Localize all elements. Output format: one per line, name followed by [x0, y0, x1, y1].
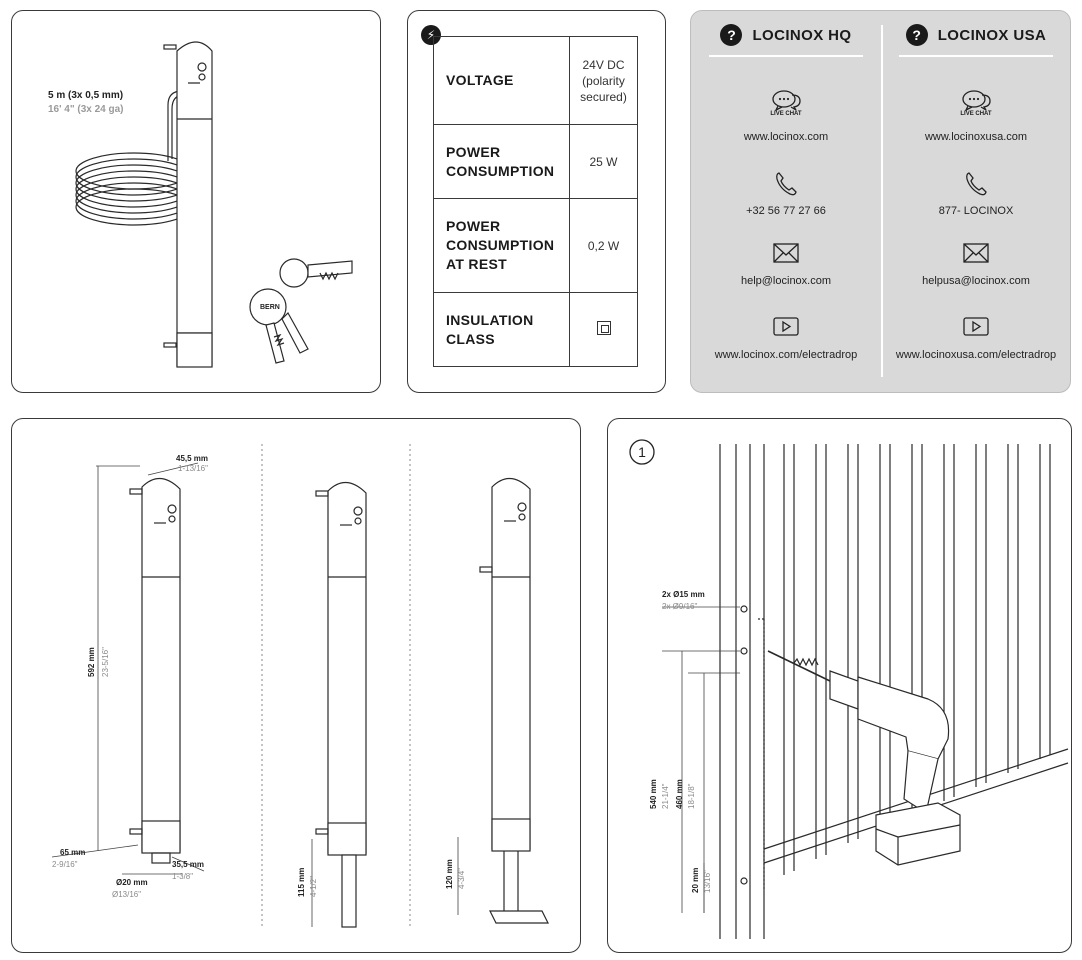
install-d20: 20 mm [691, 868, 700, 893]
spec-value: 24V DC (polarity secured) [569, 36, 638, 125]
specifications-panel: ⚡ VOLTAGE 24V DC (polarity secured) POWE… [407, 10, 666, 393]
play-icon[interactable] [766, 313, 806, 343]
install-holes: 2x Ø15 mm [662, 590, 705, 599]
spec-value [569, 292, 638, 367]
spec-row: POWER CONSUMPTION 25 W [433, 124, 638, 199]
dim-top-width-in: 1-13/16" [178, 464, 208, 473]
live-chat-item[interactable]: LIVE CHAT www.locinox.com [701, 87, 871, 143]
spec-table: VOLTAGE 24V DC (polarity secured) POWER … [433, 36, 638, 367]
spec-row: POWER CONSUMPTION AT REST 0,2 W [433, 198, 638, 293]
install-d460-in: 18-1/8" [687, 783, 696, 809]
cable-imperial: 16' 4" (3x 24 ga) [48, 104, 124, 115]
phone-item[interactable]: +32 56 77 27 66 [701, 169, 871, 217]
phone-number[interactable]: +32 56 77 27 66 [746, 205, 826, 217]
contact-column-usa: ? LOCINOX USA LIVE CHAT www.locinoxusa.c… [891, 11, 1061, 392]
spec-label: POWER CONSUMPTION AT REST [433, 198, 570, 293]
contact-header: ? LOCINOX USA [891, 23, 1061, 47]
installation-panel: 1 [607, 418, 1072, 953]
email-item[interactable]: help@locinox.com [701, 239, 871, 287]
dim-drop-depth-ground: 120 mm [445, 859, 454, 889]
product-panel: BERN 5 m (3x 0,5 mm) 16' 4" (3x 24 ga) [11, 10, 381, 393]
video-item[interactable]: www.locinoxusa.com/electradrop [891, 313, 1061, 361]
chat-bubble-icon[interactable]: LIVE CHAT [766, 87, 806, 117]
gate-post [719, 444, 765, 939]
dim-base-width-in: 1-3/8" [172, 872, 193, 881]
dim-base-depth-in: 2-9/16" [52, 860, 78, 869]
dim-base-depth: 65 mm [60, 848, 85, 857]
bollard-ground-sleeve-view [457, 477, 549, 924]
dimension-drawing: 45,5 mm 1-13/16" 592 mm 23-5/16" 65 mm 2… [51, 444, 549, 929]
column-divider [881, 25, 883, 377]
cable-spec-label: 5 m (3x 0,5 mm) 16' 4" (3x 24 ga) [48, 89, 124, 117]
product-illustration: BERN [75, 41, 353, 368]
contact-column-hq: ? LOCINOX HQ LIVE CHAT www.locinox.com [701, 11, 871, 392]
bollard-lowered-view [311, 481, 367, 928]
dim-base-width: 35,5 mm [172, 860, 204, 869]
video-item[interactable]: www.locinox.com/electradrop [701, 313, 871, 361]
contact-panel: ? LOCINOX HQ LIVE CHAT www.locinox.com [690, 10, 1071, 393]
contact-title: LOCINOX USA [937, 26, 1047, 44]
spec-label: POWER CONSUMPTION [433, 124, 570, 199]
chat-bubble-icon[interactable]: LIVE CHAT [956, 87, 996, 117]
spec-label: INSULATION CLASS [433, 292, 570, 367]
install-d460: 460 mm [675, 779, 684, 809]
dim-drop-depth-ground-in: 4-3/4" [457, 868, 466, 889]
question-icon: ? [720, 24, 743, 46]
phone-icon[interactable] [956, 169, 996, 199]
spec-value: 25 W [569, 124, 638, 199]
spec-label: VOLTAGE [433, 36, 570, 125]
email-address[interactable]: helpusa@locinox.com [922, 275, 1030, 287]
video-link[interactable]: www.locinox.com/electradrop [714, 349, 858, 361]
dim-drop-depth: 115 mm [297, 868, 306, 897]
bollard-front-view [129, 477, 181, 864]
install-d20-in: 13/16" [703, 870, 712, 893]
contact-header: ? LOCINOX HQ [701, 23, 871, 47]
fence-bars [763, 444, 1069, 875]
dim-pin-diameter-in: Ø13/16" [112, 890, 141, 899]
live-chat-label: LIVE CHAT [770, 111, 802, 117]
dimension-labels: 45,5 mm 1-13/16" 592 mm 23-5/16" 65 mm 2… [52, 454, 208, 899]
bollard-body [163, 41, 213, 368]
email-item[interactable]: helpusa@locinox.com [891, 239, 1061, 287]
spec-row: INSULATION CLASS [433, 292, 638, 367]
contact-title: LOCINOX HQ [752, 26, 852, 44]
envelope-icon[interactable] [766, 239, 806, 269]
header-rule [709, 55, 863, 57]
envelope-icon[interactable] [956, 239, 996, 269]
dimensions-panel: 45,5 mm 1-13/16" 592 mm 23-5/16" 65 mm 2… [11, 418, 581, 953]
live-chat-label: LIVE CHAT [960, 111, 992, 117]
header-rule [899, 55, 1053, 57]
install-d540-in: 21-1/4" [661, 783, 670, 809]
spec-value: 0,2 W [569, 198, 638, 293]
video-link[interactable]: www.locinoxusa.com/electradrop [895, 349, 1057, 361]
question-icon: ? [905, 24, 928, 46]
step-number: 1 [638, 444, 646, 460]
cable-metric: 5 m (3x 0,5 mm) [48, 90, 124, 101]
play-icon[interactable] [956, 313, 996, 343]
email-address[interactable]: help@locinox.com [740, 275, 832, 287]
dim-drop-depth-in: 4-1/2" [309, 876, 318, 897]
website-link[interactable]: www.locinoxusa.com [924, 131, 1028, 143]
phone-number[interactable]: 877- LOCINOX [938, 205, 1014, 217]
phone-icon[interactable] [766, 169, 806, 199]
website-link[interactable]: www.locinox.com [743, 131, 829, 143]
step-number-circle [629, 439, 655, 465]
dim-top-width: 45,5 mm [176, 454, 208, 463]
live-chat-item[interactable]: LIVE CHAT www.locinoxusa.com [891, 87, 1061, 143]
install-d540: 540 mm [649, 779, 658, 809]
keys-illustration: BERN [249, 258, 353, 364]
dim-height-in: 23-5/16" [101, 647, 110, 677]
spec-row: VOLTAGE 24V DC (polarity secured) [433, 36, 638, 125]
dim-height: 592 mm [87, 647, 96, 677]
phone-item[interactable]: 877- LOCINOX [891, 169, 1061, 217]
install-holes-in: 2x Ø9/16" [662, 602, 697, 611]
installation-drawing: 1 [629, 439, 1069, 939]
svg-text:BERN: BERN [260, 304, 280, 311]
double-insulation-icon [596, 320, 611, 335]
drill-illustration [767, 650, 961, 866]
dim-pin-diameter: Ø20 mm [116, 878, 148, 887]
